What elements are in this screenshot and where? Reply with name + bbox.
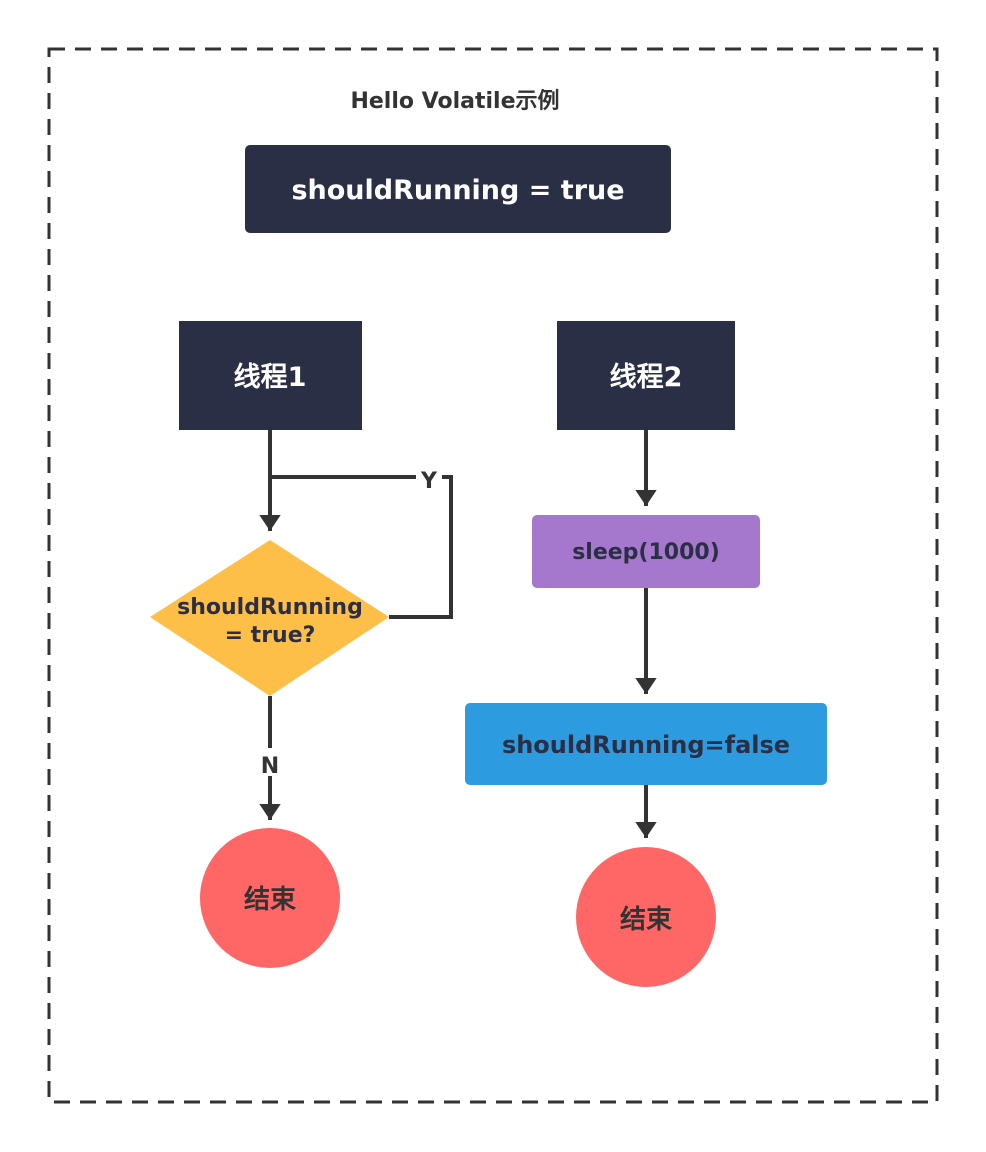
init-label: shouldRunning = true bbox=[291, 175, 624, 206]
yes-label-bg bbox=[416, 465, 442, 491]
sleep-label: sleep(1000) bbox=[572, 540, 720, 565]
yes-label: Y bbox=[420, 469, 438, 494]
decision-diamond bbox=[150, 540, 389, 696]
decision-line2: = true? bbox=[225, 623, 316, 648]
dashed-frame bbox=[47, 47, 939, 1104]
diagram-title: Hello Volatile示例 bbox=[350, 89, 559, 114]
thread2-end-label: 结束 bbox=[620, 904, 673, 935]
thread2-end-circle bbox=[576, 847, 716, 987]
decision-line1: shouldRunning bbox=[177, 595, 363, 620]
thread1-label: 线程1 bbox=[234, 362, 307, 393]
thread1-end-label: 结束 bbox=[244, 884, 297, 915]
set-false-box bbox=[465, 703, 827, 785]
init-box bbox=[245, 145, 671, 233]
no-label: N bbox=[261, 754, 279, 779]
thread2-label: 线程2 bbox=[610, 362, 683, 393]
no-label-bg bbox=[256, 748, 284, 776]
set-false-label: shouldRunning=false bbox=[502, 731, 790, 759]
thread1-end-circle bbox=[200, 828, 340, 968]
thread1-box bbox=[179, 321, 362, 430]
sleep-box bbox=[532, 515, 760, 588]
thread2-box bbox=[557, 321, 735, 430]
loop-back-line bbox=[270, 475, 453, 619]
